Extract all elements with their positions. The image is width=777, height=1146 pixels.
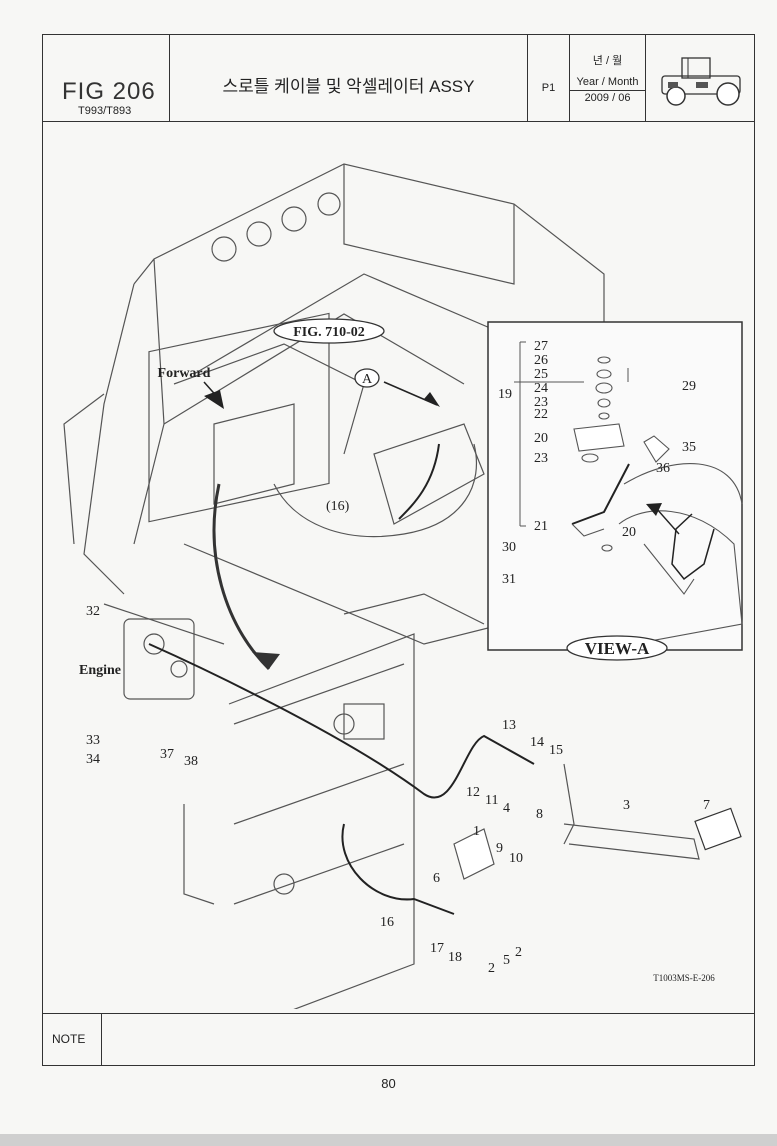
part-label: 13	[502, 718, 516, 733]
thumbnail-cell	[646, 34, 755, 122]
part-label: 17	[430, 941, 444, 956]
part-label: 24	[534, 381, 548, 396]
fig-cell: FIG 206 T993/T893	[42, 34, 170, 122]
part-label: 5	[503, 953, 510, 968]
part-label: 20	[534, 431, 548, 446]
part-label: 34	[86, 752, 100, 767]
part-label: 21	[534, 519, 548, 534]
part-label: 26	[534, 353, 548, 368]
title-cell: 스로틀 케이블 및 악셀레이터 ASSY	[170, 34, 528, 122]
model-codes: T993/T893	[78, 105, 132, 117]
header-table: FIG 206 T993/T893 스로틀 케이블 및 악셀레이터 ASSY P…	[42, 34, 755, 122]
part-label: 23	[534, 395, 548, 410]
part-label: (16)	[326, 499, 350, 514]
year-month-english: Year / Month	[576, 76, 639, 88]
page-code: P1	[541, 82, 556, 94]
page-code-cell: P1	[528, 34, 570, 122]
view-callout: A	[362, 372, 373, 387]
part-label: 37	[160, 747, 174, 762]
note-label-cell: NOTE	[42, 1014, 102, 1065]
part-label: 32	[86, 604, 100, 619]
part-label: 12	[466, 785, 480, 800]
part-label: 29	[682, 379, 696, 394]
view-a-label: VIEW-A	[585, 639, 650, 658]
part-label: 33	[86, 733, 100, 748]
part-label: 38	[184, 754, 198, 769]
part-label: 36	[656, 461, 670, 476]
part-label: 18	[448, 950, 462, 965]
ref-figure-label: FIG. 710-02	[293, 325, 365, 340]
part-label: 3	[623, 798, 630, 813]
note-label: NOTE	[52, 1032, 86, 1046]
page-number: 80	[381, 1076, 396, 1091]
part-label: 9	[496, 841, 503, 856]
part-label: 16	[380, 915, 394, 930]
forward-label: Forward	[158, 366, 211, 381]
page-frame	[42, 34, 755, 1066]
year-month-value: 2009 / 06	[584, 92, 631, 104]
part-label: 27	[534, 339, 548, 354]
part-label: 14	[530, 735, 544, 750]
part-label: 20	[622, 525, 636, 540]
year-month-cell: 년 / 월 Year / Month 2009 / 06	[570, 34, 646, 122]
part-number-labels: 1 2 2 3 4 5 6 7 8 9 10 11 12 13 14 15 16…	[86, 339, 710, 976]
exploded-parts-diagram: FIG. 710-02 A VIEW-A Forward Engine T100…	[63, 163, 743, 1009]
part-label: 19	[498, 387, 512, 402]
part-label: 8	[536, 807, 543, 822]
part-label: 2	[515, 945, 522, 960]
part-label: 7	[703, 798, 710, 813]
part-label: 11	[485, 793, 498, 808]
part-label: 6	[433, 871, 440, 886]
part-label: 30	[502, 540, 516, 555]
part-label: 31	[502, 572, 516, 587]
part-label: 4	[503, 801, 510, 816]
year-month-korean: 년 / 월	[592, 55, 623, 67]
page-title: 스로틀 케이블 및 악셀레이터 ASSY	[222, 77, 475, 96]
part-label: 10	[509, 851, 523, 866]
engine-label: Engine	[79, 663, 121, 678]
scan-edge	[0, 1134, 777, 1146]
part-label: 23	[534, 451, 548, 466]
part-label: 15	[549, 743, 563, 758]
part-label: 1	[473, 824, 480, 839]
part-label: 35	[682, 440, 696, 455]
part-label: 22	[534, 407, 548, 422]
view-a-inset	[487, 321, 743, 651]
year-month-divider	[570, 90, 645, 91]
note-row: NOTE	[42, 1013, 755, 1066]
part-label: 25	[534, 367, 548, 382]
fig-number: FIG 206	[62, 78, 156, 105]
tractor-icon	[661, 57, 741, 106]
part-label: 2	[488, 961, 495, 976]
drawing-code: T1003MS-E-206	[653, 973, 715, 983]
